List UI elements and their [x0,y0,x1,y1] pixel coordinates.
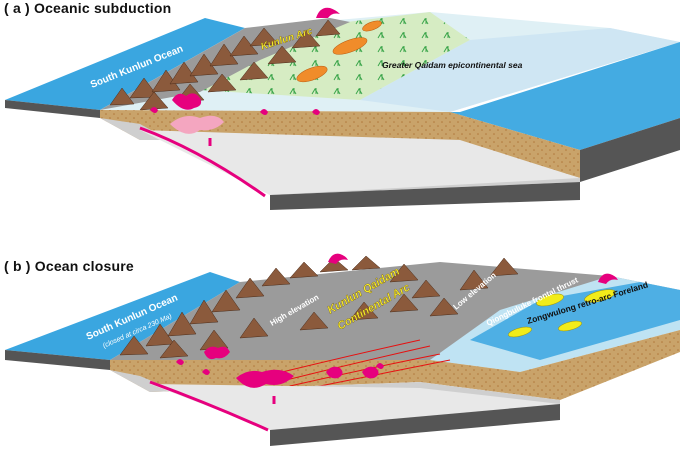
panel-a-sediment-lobes [296,20,382,83]
panel-a-block [5,7,680,210]
panel-b-block [5,253,680,446]
panel-b-ocean-side [5,350,110,370]
panel-a-slab-melt [139,126,266,198]
panel-b-foreland-lobes [508,289,616,338]
panel-a-plutons [150,93,320,115]
panel-b-plutons [176,346,384,404]
panel-b-title: ( b ) Ocean closure [4,258,134,274]
panel-a-right-ocean [450,42,680,150]
panel-a-shallow-sea [360,28,680,112]
panel-a-slab-base [270,182,580,210]
panel-a-title: ( a ) Oceanic subduction [4,0,172,16]
panel-a-ocean-side [5,100,100,118]
panel-b-slab-lower [150,384,560,430]
panel-a-volcano-plume [316,7,340,18]
panel-a-right-side [580,118,680,182]
panel-a-crust-dots [100,110,580,178]
panel-a-migmatite [170,115,224,134]
panel-a-sea-label: Greater Qaidam epicontinental sea [382,60,523,70]
panel-b-volcanoes [328,253,618,284]
panel-a-mountains [109,19,341,111]
panel-b-slab-melt [149,380,269,432]
panel-a-slab-lower [140,130,580,195]
panel-b-ocean-surface [5,272,240,360]
panel-b-slab-base [270,404,560,446]
panel-a-ocean-surface [5,18,245,110]
panel-b-mountains [119,255,519,359]
